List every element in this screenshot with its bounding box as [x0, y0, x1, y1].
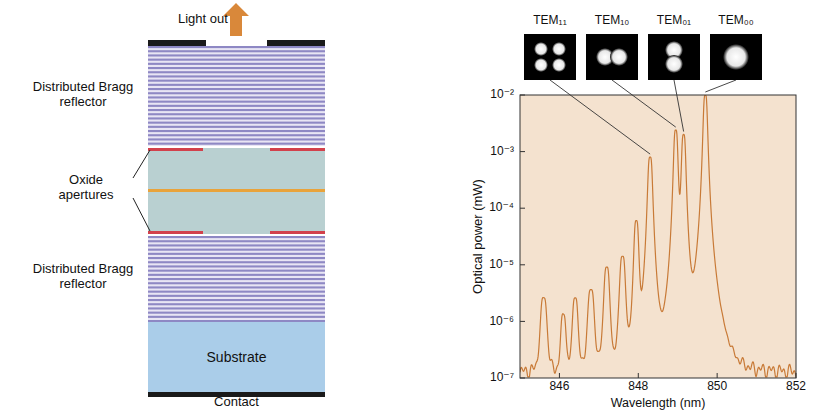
mode-image: TEM₁₀ [586, 12, 638, 80]
tick [520, 264, 525, 265]
tick [717, 373, 718, 378]
plot-frame [520, 95, 796, 378]
tick [638, 373, 639, 378]
tick-label: 850 [707, 380, 727, 394]
tick [559, 373, 560, 378]
output-label: Light out [178, 12, 228, 27]
tick [520, 95, 525, 96]
tick-label: 10⁻⁶ [489, 315, 514, 329]
oxide-layer [270, 148, 325, 151]
mode-label: TEM₀₁ [648, 12, 700, 30]
mode-image: TEM₀₁ [648, 12, 700, 80]
layer-label: Oxide apertures [40, 173, 132, 203]
tick-label: 846 [549, 380, 569, 394]
mode-label: TEM₁₁ [524, 12, 576, 30]
top-contact [267, 40, 325, 46]
leader-line [612, 80, 676, 127]
upper-dbr [148, 46, 325, 146]
spectrum-chart [520, 80, 796, 378]
lower-dbr [148, 236, 325, 322]
layer-label: Contact [148, 395, 325, 410]
oxide-layer [270, 231, 325, 234]
vcsel-stack [133, 3, 325, 397]
cavity [148, 148, 325, 234]
intensity-lobe [552, 42, 566, 56]
leader-line [674, 80, 684, 132]
layer-label: Distributed Bragg reflector [30, 80, 136, 110]
mode-pattern [524, 34, 576, 80]
tick [520, 378, 525, 379]
tick-label: 10⁻⁴ [489, 201, 514, 215]
intensity-lobe [534, 42, 548, 56]
top-contact [148, 40, 206, 46]
tick-label: 10⁻³ [490, 145, 514, 159]
tick-label: 852 [786, 380, 806, 394]
mode-pattern [586, 34, 638, 80]
tick [796, 373, 797, 378]
tick [520, 208, 525, 209]
leader-line [705, 80, 736, 92]
tick [520, 321, 525, 322]
tick-label: 10⁻⁷ [490, 371, 514, 385]
mode-frame [586, 34, 638, 80]
mode-image: TEM₁₁ [524, 12, 576, 80]
intensity-lobe [665, 55, 683, 73]
intensity-lobe [534, 58, 548, 72]
intensity-lobe [552, 58, 566, 72]
oxide-layer [148, 148, 203, 151]
layer-label: Distributed Bragg reflector [30, 262, 136, 292]
leader-line [550, 80, 650, 154]
tick-label: 10⁻² [490, 88, 514, 102]
leader-line [133, 198, 150, 231]
plot-area [520, 95, 796, 378]
mode-frame [524, 34, 576, 80]
oxide-layer [148, 231, 203, 234]
mode-label: TEM₀₀ [710, 12, 762, 30]
spectrum-curve [520, 95, 796, 377]
intensity-lobe [723, 44, 749, 70]
mode-label: TEM₁₀ [586, 12, 638, 30]
mode-pattern [648, 34, 700, 80]
active-region [148, 189, 325, 192]
mode-frame [710, 34, 762, 80]
tick [520, 151, 525, 152]
axis-title: Wavelength (nm) [520, 396, 796, 410]
mode-frame [648, 34, 700, 80]
leader-line [133, 150, 150, 178]
tick-label: 848 [628, 380, 648, 394]
substrate-layer: Substrate [148, 322, 325, 392]
mode-image: TEM₀₀ [710, 12, 762, 80]
axis-title: Optical power (mW) [471, 179, 486, 294]
mode-pattern [710, 34, 762, 80]
tick-label: 10⁻⁵ [489, 258, 514, 272]
intensity-lobe [610, 48, 628, 66]
layer-label: Substrate [207, 349, 267, 365]
